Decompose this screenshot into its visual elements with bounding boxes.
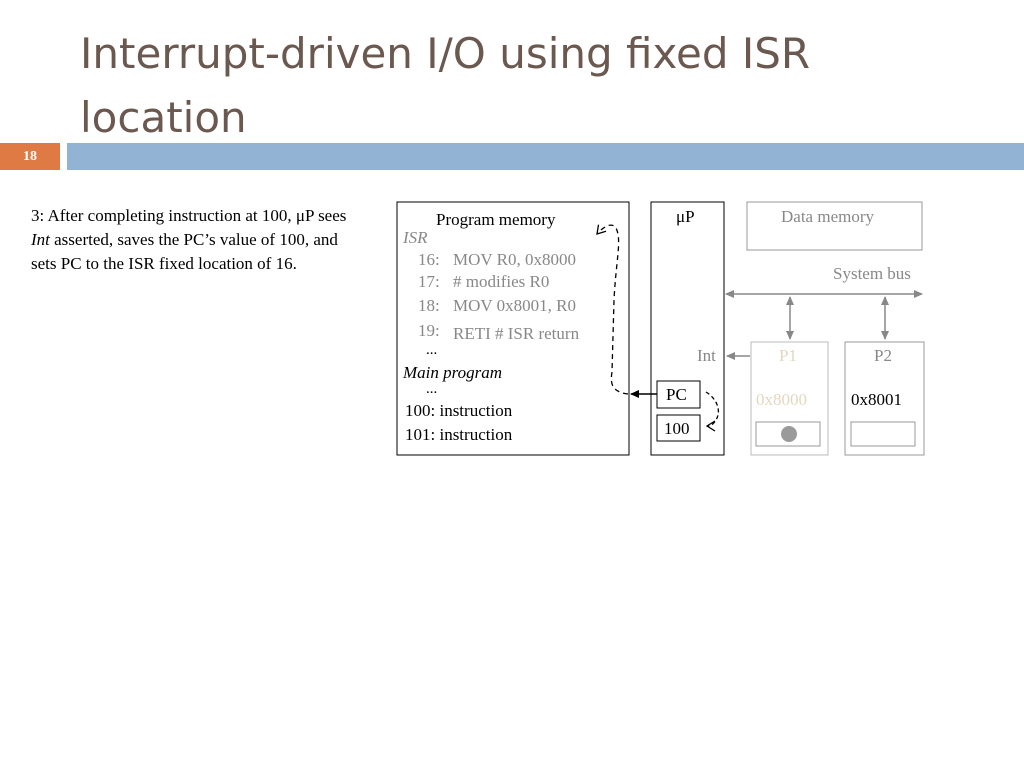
description-text-2: μP sees [295, 206, 347, 225]
isr-label: ISR [402, 228, 428, 247]
isr-addr-18: 18: [418, 296, 440, 315]
program-memory: Program memory ISR 16: MOV R0, 0x8000 17… [396, 201, 630, 456]
ellipsis-1: ... [426, 342, 437, 358]
isr-addr-17: 17: [418, 272, 440, 291]
title-bar [67, 143, 1024, 170]
isr-code-16: MOV R0, 0x8000 [453, 250, 576, 269]
pc-save-arrow [705, 391, 720, 432]
p2-name: P2 [874, 346, 892, 365]
system-bus-label: System bus [833, 264, 911, 283]
microprocessor: μP Int PC 100 [650, 201, 725, 456]
ellipsis-2: ... [426, 381, 437, 397]
main-program-label: Main program [402, 363, 502, 382]
p2-address: 0x8001 [851, 390, 902, 409]
isr-code-17: # modifies R0 [453, 272, 549, 291]
main-line-100: 100: instruction [405, 401, 513, 420]
description-text-3: asserted, saves the PC’s value of 100, a… [31, 230, 338, 273]
isr-addr-19: 19: [418, 321, 440, 340]
p1-register [755, 421, 821, 447]
slide-number: 18 [0, 143, 60, 170]
isr-code-19: RETI # ISR return [453, 324, 580, 343]
p1-name: P1 [779, 346, 797, 365]
pc-label: PC [666, 385, 687, 404]
slide-description: 3: After completing instruction at 100, … [31, 204, 351, 276]
pc-value: 100 [664, 419, 690, 438]
microprocessor-title: μP [676, 207, 695, 226]
description-int: Int [31, 230, 50, 249]
description-text-1: 3: After completing instruction at 100, [31, 206, 296, 225]
p1-data-dot [781, 426, 797, 442]
p2-register [850, 421, 916, 447]
jump-to-isr-arrow [596, 224, 629, 395]
p1-address: 0x8000 [756, 390, 807, 409]
data-memory: Data memory [746, 201, 923, 251]
pc-value-box [656, 414, 701, 442]
pc-register [656, 380, 701, 409]
peripheral-p1: P1 0x8000 [750, 341, 829, 456]
slide-title: Interrupt-driven I/O using fixed ISR loc… [80, 29, 811, 142]
data-memory-title: Data memory [781, 207, 874, 226]
system-bus: System bus [725, 264, 923, 340]
int-label: Int [697, 346, 716, 365]
main-line-101: 101: instruction [405, 425, 513, 444]
peripheral-p2: P2 0x8001 [844, 341, 925, 456]
isr-code-18: MOV 0x8001, R0 [453, 296, 576, 315]
program-memory-title: Program memory [436, 210, 556, 229]
isr-addr-16: 16: [418, 250, 440, 269]
